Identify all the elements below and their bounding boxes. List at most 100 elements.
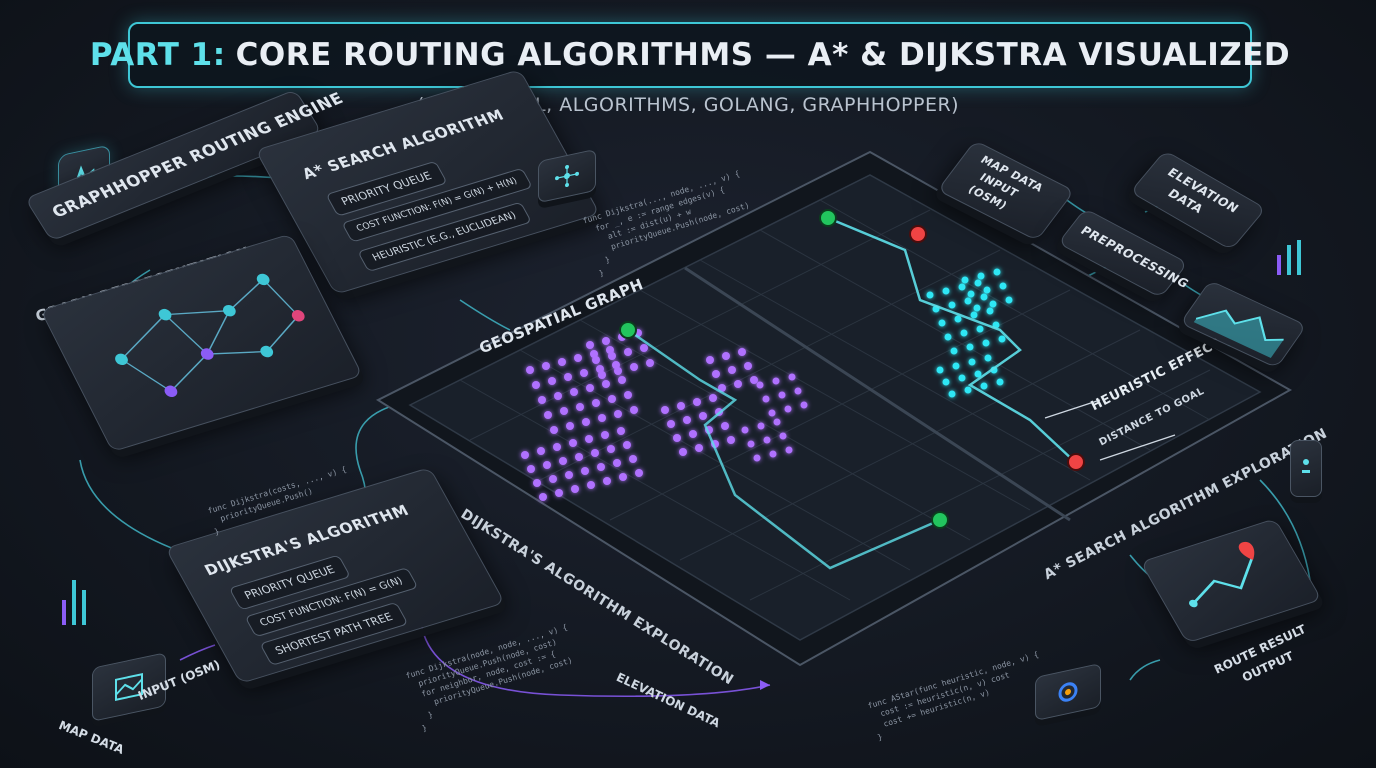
- astar-path: [827, 216, 1076, 463]
- explored-node: [601, 431, 609, 439]
- explored-node: [597, 463, 605, 471]
- explored-node: [961, 276, 969, 284]
- explored-node: [998, 335, 1006, 343]
- explored-node: [677, 402, 685, 410]
- arrowhead-elevation: [760, 680, 770, 690]
- map-data-tile: [92, 652, 166, 722]
- explored-node: [569, 439, 577, 447]
- node-hub-tile: [538, 148, 596, 204]
- explored-node: [695, 444, 703, 452]
- device-icon: [1302, 458, 1310, 473]
- explored-node: [974, 370, 982, 378]
- explored-node: [550, 426, 558, 434]
- explored-node: [938, 319, 946, 327]
- route-map-icon: [1189, 541, 1255, 608]
- signal-bars-right: [1277, 240, 1301, 275]
- explored-node: [689, 430, 697, 438]
- connector-right-route: [1259, 479, 1311, 581]
- explored-node: [800, 401, 808, 409]
- explored-node: [762, 395, 770, 403]
- explored-node: [966, 343, 974, 351]
- explored-node: [564, 373, 572, 381]
- elevation-chart-icon: [1193, 309, 1284, 359]
- explored-node: [603, 477, 611, 485]
- explored-node: [970, 311, 978, 319]
- explored-node: [558, 358, 566, 366]
- explored-node: [614, 410, 622, 418]
- connector-mapdata-dijkstra: [179, 644, 216, 661]
- dijkstra-start-node: [619, 321, 637, 339]
- explored-node: [964, 297, 972, 305]
- explored-node: [623, 441, 631, 449]
- explored-node: [757, 422, 765, 430]
- explored-node: [728, 366, 736, 374]
- route-action-tile: [1035, 662, 1101, 722]
- explored-node: [794, 387, 802, 395]
- explored-node: [768, 409, 776, 417]
- explored-node: [673, 434, 681, 442]
- explored-node: [948, 390, 956, 398]
- explored-node: [629, 455, 637, 463]
- astar-mid-node: [909, 225, 927, 243]
- explored-node: [614, 367, 622, 375]
- explored-node: [624, 391, 632, 399]
- explored-node: [936, 366, 944, 374]
- explored-node: [996, 378, 1004, 386]
- explored-node: [706, 356, 714, 364]
- explored-node: [744, 362, 752, 370]
- explored-node: [619, 473, 627, 481]
- graph-node: [222, 304, 236, 317]
- explored-node: [526, 366, 534, 374]
- route-action-icon: [1058, 682, 1078, 702]
- explored-node: [958, 374, 966, 382]
- explored-node: [661, 406, 669, 414]
- side-device-tile: [1290, 440, 1322, 497]
- graph-rep-diagram: [115, 273, 305, 397]
- explored-node: [570, 388, 578, 396]
- graph-node: [164, 385, 178, 397]
- subtitle: (GEOSPATIAL, ALGORITHMS, GOLANG, GRAPHHO…: [416, 94, 960, 116]
- explored-node: [598, 414, 606, 422]
- explored-node: [709, 394, 717, 402]
- connector-astar-board: [459, 299, 511, 331]
- distance-arrow: [1099, 434, 1176, 461]
- explored-node: [560, 407, 568, 415]
- explored-node: [712, 370, 720, 378]
- graph-node: [291, 310, 305, 322]
- explored-node: [576, 403, 584, 411]
- explored-node: [984, 354, 992, 362]
- graph-rep-panel: [40, 233, 363, 453]
- connector-dijkstra-elevation: [419, 609, 771, 698]
- explored-node: [950, 347, 958, 355]
- graph-node: [115, 353, 128, 366]
- location-pin-icon: [1238, 541, 1255, 561]
- dijkstra-goal-node: [931, 511, 949, 529]
- explored-node: [974, 279, 982, 287]
- explored-node: [773, 418, 781, 426]
- explored-node: [532, 381, 540, 389]
- map-icon: [115, 673, 143, 701]
- explored-node: [960, 329, 968, 337]
- explored-node: [967, 290, 975, 298]
- explored-node: [640, 344, 648, 352]
- explored-node: [779, 432, 787, 440]
- elevation-chart-panel: [1179, 280, 1307, 369]
- explored-node: [954, 315, 962, 323]
- explored-node: [538, 396, 546, 404]
- explored-node: [973, 304, 981, 312]
- explored-node: [722, 352, 730, 360]
- explored-node: [999, 282, 1007, 290]
- explored-node: [983, 286, 991, 294]
- explored-node: [542, 362, 550, 370]
- explored-node: [554, 392, 562, 400]
- title-banner: PART 1: CORE ROUTING ALGORITHMS — A* & D…: [90, 22, 1290, 88]
- route-output-panel: [1140, 518, 1323, 644]
- explored-node: [565, 471, 573, 479]
- explored-node: [948, 301, 956, 309]
- astar-explored-nodes: [926, 268, 1013, 398]
- explored-node: [602, 337, 610, 345]
- explored-node: [721, 422, 729, 430]
- explored-node: [741, 426, 749, 434]
- explored-node: [635, 469, 643, 477]
